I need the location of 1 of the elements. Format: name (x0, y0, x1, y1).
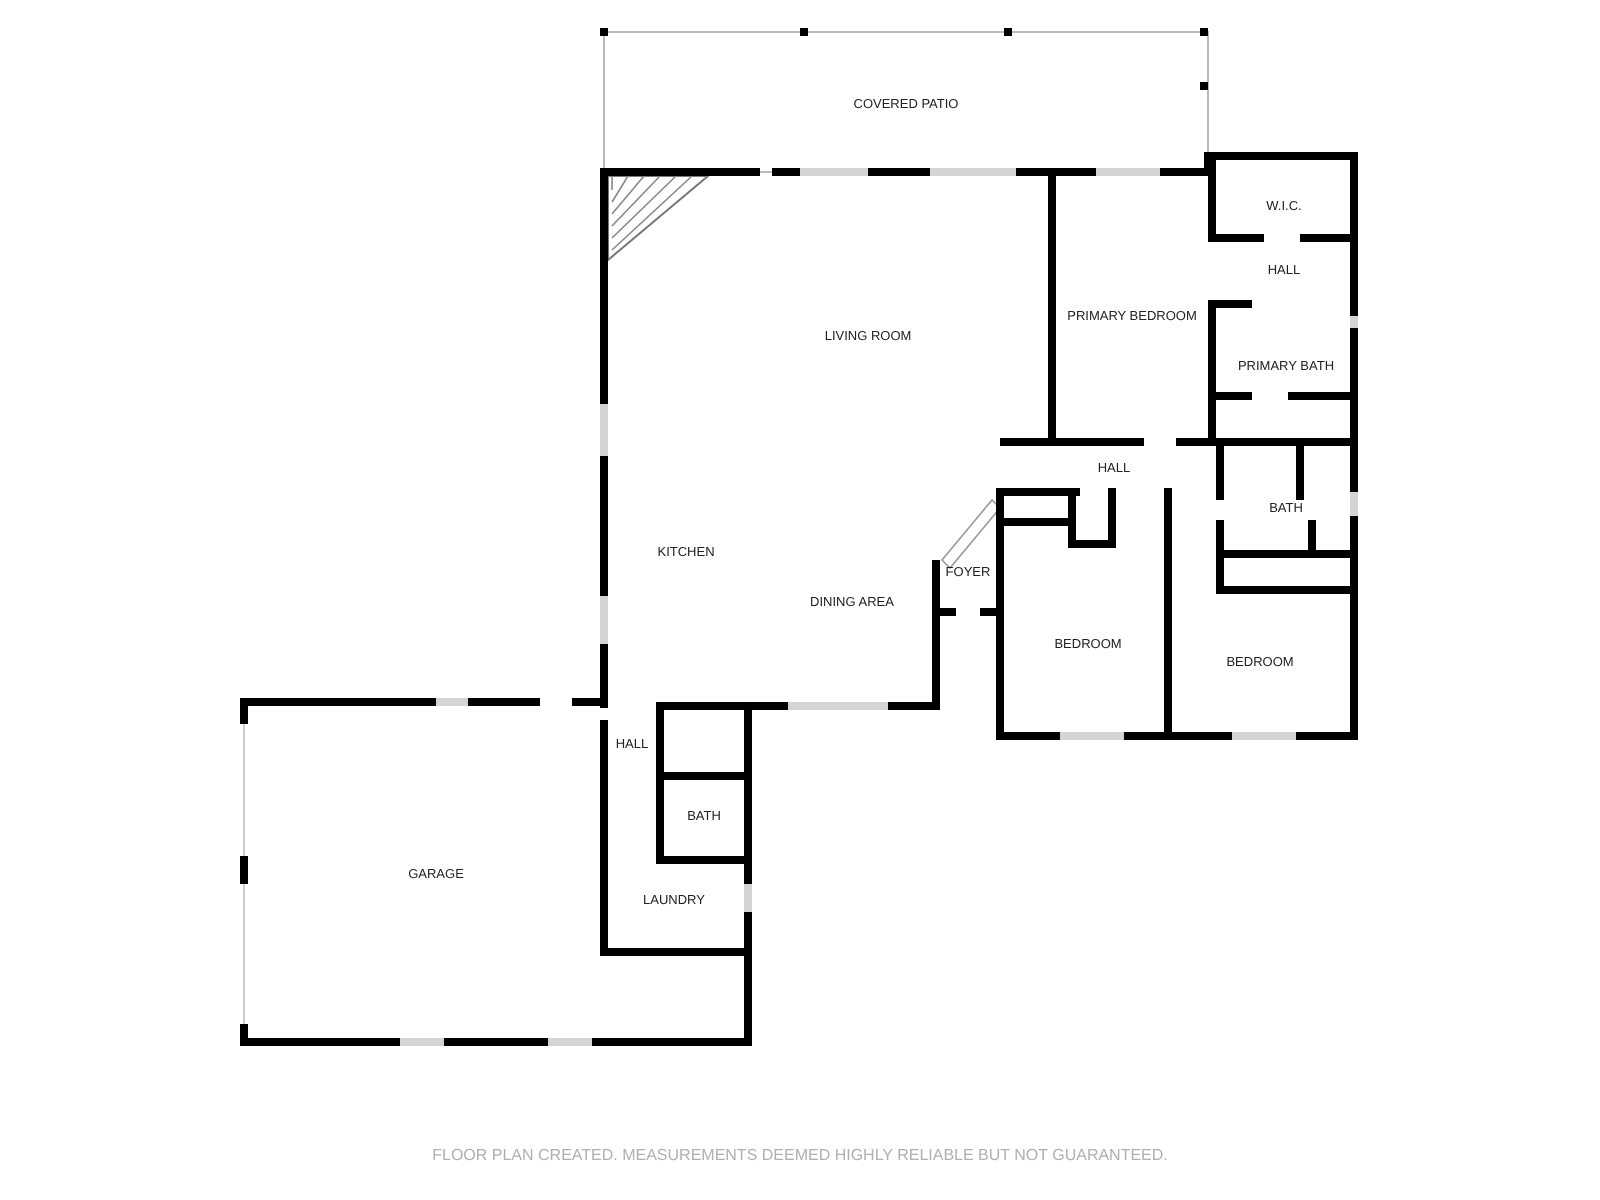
disclaimer-note: FLOOR PLAN CREATED. MEASUREMENTS DEEMED HIGHLY RELIABLE BUT NOT GUARANTEED. (432, 1144, 1168, 1168)
